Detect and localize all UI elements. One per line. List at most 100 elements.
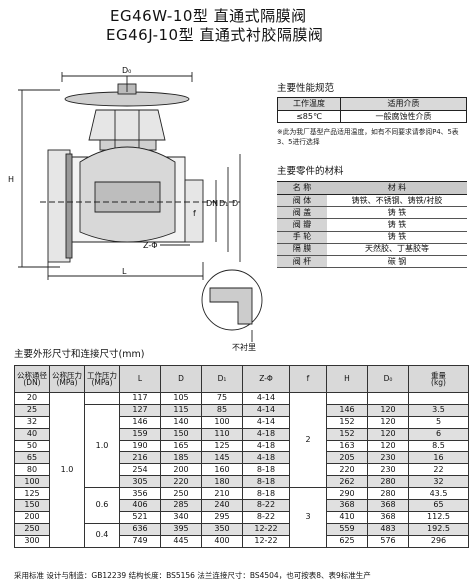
dim-cell: 445 — [160, 534, 202, 548]
perf-temp: ≤85℃ — [277, 110, 341, 123]
label-l: L — [122, 267, 127, 276]
dn-cell: 125 — [14, 487, 50, 501]
dim-cell: 8-22 — [242, 510, 290, 524]
wp-cell: 0.4 — [84, 522, 120, 548]
dim-cell: 280 — [367, 487, 409, 501]
dim-cell: 120 — [367, 439, 409, 453]
dim-cell: 6 — [408, 427, 469, 441]
part-material: 铸 铁 — [327, 218, 467, 232]
part-material: 碳 钢 — [327, 255, 467, 269]
dim-cell: 8.5 — [408, 439, 469, 453]
perf-header-medium: 适用介质 — [340, 97, 467, 111]
dim-cell: 159 — [119, 427, 161, 441]
perf-medium: 一般腐蚀性介质 — [340, 110, 467, 123]
dim-cell: 4-18 — [242, 451, 290, 465]
dim-cell: 165 — [160, 439, 202, 453]
dim-header-d: D — [160, 365, 202, 393]
dim-cell: 350 — [201, 522, 243, 536]
label-d: D — [232, 199, 238, 208]
dim-cell: 483 — [367, 522, 409, 536]
dn-cell: 200 — [14, 510, 50, 524]
dn-cell: 50 — [14, 439, 50, 453]
label-h: H — [8, 175, 14, 184]
dim-cell: 160 — [201, 463, 243, 477]
part-name: 阀 盖 — [277, 206, 327, 220]
dim-cell: 4-14 — [242, 403, 290, 417]
perf-header-temp: 工作温度 — [277, 97, 341, 111]
valve-drawing: D₀ H DN D₁ D Z-Φ L f 不衬里 — [8, 66, 263, 352]
part-name: 隔 膜 — [277, 243, 327, 256]
part-material: 天然胶、丁基胶等 — [327, 243, 467, 256]
dim-cell: 576 — [367, 534, 409, 548]
label-d1: D₁ — [219, 199, 228, 208]
dim-header-dn: 公称通径(DN) — [14, 365, 50, 393]
dim-cell: 4-18 — [242, 439, 290, 453]
dim-cell: 8-22 — [242, 499, 290, 512]
dim-cell: 230 — [367, 451, 409, 465]
parts-title: 主要零件的材料 — [277, 166, 344, 177]
dim-cell: 395 — [160, 522, 202, 536]
title-line-1: EG46W-10型 直通式隔膜阀 — [110, 7, 307, 25]
dim-cell: 5 — [408, 415, 469, 429]
dim-cell: 152 — [326, 415, 368, 429]
dim-header-zphi: Z-Φ — [242, 365, 290, 393]
dim-cell: 8-18 — [242, 487, 290, 501]
dim-cell: 749 — [119, 534, 161, 548]
dim-cell: 220 — [160, 475, 202, 489]
dim-header-d1: D₁ — [201, 365, 243, 393]
dim-header-h: H — [326, 365, 368, 393]
dim-cell: 192.5 — [408, 522, 469, 536]
dim-cell: 8-18 — [242, 475, 290, 489]
dim-cell: 625 — [326, 534, 368, 548]
dim-header-weight: 重量(kg) — [408, 365, 469, 393]
dim-cell: 12-22 — [242, 534, 290, 548]
title-line-2: EG46J-10型 直通式衬胶隔膜阀 — [106, 26, 324, 44]
performance-note: ※此为我厂基型产品适用温度，如有不同要求请参阅P4、5表3、5进行选择 — [277, 128, 459, 146]
dim-cell: 185 — [160, 451, 202, 465]
dim-cell: 356 — [119, 487, 161, 501]
label-dn: DN — [206, 199, 218, 208]
dim-cell: 205 — [326, 451, 368, 465]
dn-cell: 25 — [14, 403, 50, 417]
dn-cell: 100 — [14, 475, 50, 489]
dim-cell: 368 — [326, 499, 368, 512]
dn-cell: 65 — [14, 451, 50, 465]
dim-cell: 120 — [367, 415, 409, 429]
dim-cell: 368 — [367, 499, 409, 512]
dim-cell: 296 — [408, 534, 469, 548]
dn-cell: 32 — [14, 415, 50, 429]
dn-cell: 80 — [14, 463, 50, 477]
dim-cell: 190 — [119, 439, 161, 453]
parts-header-name: 名 称 — [277, 181, 327, 195]
dim-cell: 559 — [326, 522, 368, 536]
dim-cell: 12-22 — [242, 522, 290, 536]
dim-cell: 115 — [160, 403, 202, 417]
wp-cell: 1.0 — [84, 403, 120, 489]
wp-cell — [84, 392, 120, 405]
dim-cell: 285 — [160, 499, 202, 512]
dim-cell: 290 — [326, 487, 368, 501]
dim-cell — [408, 392, 469, 405]
dim-cell: 8-18 — [242, 463, 290, 477]
dim-cell: 254 — [119, 463, 161, 477]
dim-cell: 112.5 — [408, 510, 469, 524]
dim-cell: 140 — [160, 415, 202, 429]
dim-cell: 145 — [201, 451, 243, 465]
dim-cell: 216 — [119, 451, 161, 465]
label-d0: D₀ — [122, 66, 131, 75]
footer-standards: 采用标准 设计与制造：GB12239 结构长度：BS5156 法兰连接尺寸：BS… — [14, 571, 371, 580]
dim-cell: 43.5 — [408, 487, 469, 501]
dn-cell: 300 — [14, 534, 50, 548]
dim-cell: 636 — [119, 522, 161, 536]
dim-cell: 100 — [201, 415, 243, 429]
dim-cell: 262 — [326, 475, 368, 489]
pn-cell: 1.0 — [49, 392, 85, 548]
dim-cell: 65 — [408, 499, 469, 512]
dim-cell: 295 — [201, 510, 243, 524]
